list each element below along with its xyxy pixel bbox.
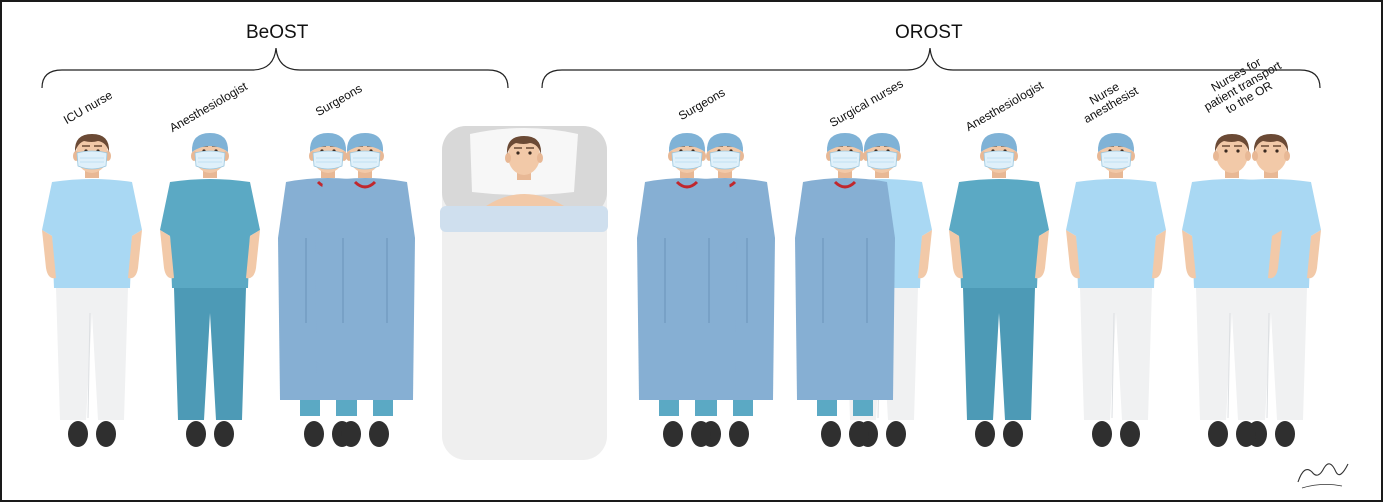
- figure-nurse-anesthesist: [1066, 133, 1166, 447]
- brace-beost: [42, 48, 508, 88]
- figure-icu-nurse: [42, 134, 142, 447]
- patient-bed: [440, 126, 608, 460]
- figure-anesthesiologist-orost: [949, 133, 1049, 447]
- figure-anesthesiologist-beost: [160, 133, 260, 447]
- signature-logo: [1298, 464, 1348, 488]
- brace-orost: [542, 48, 1320, 88]
